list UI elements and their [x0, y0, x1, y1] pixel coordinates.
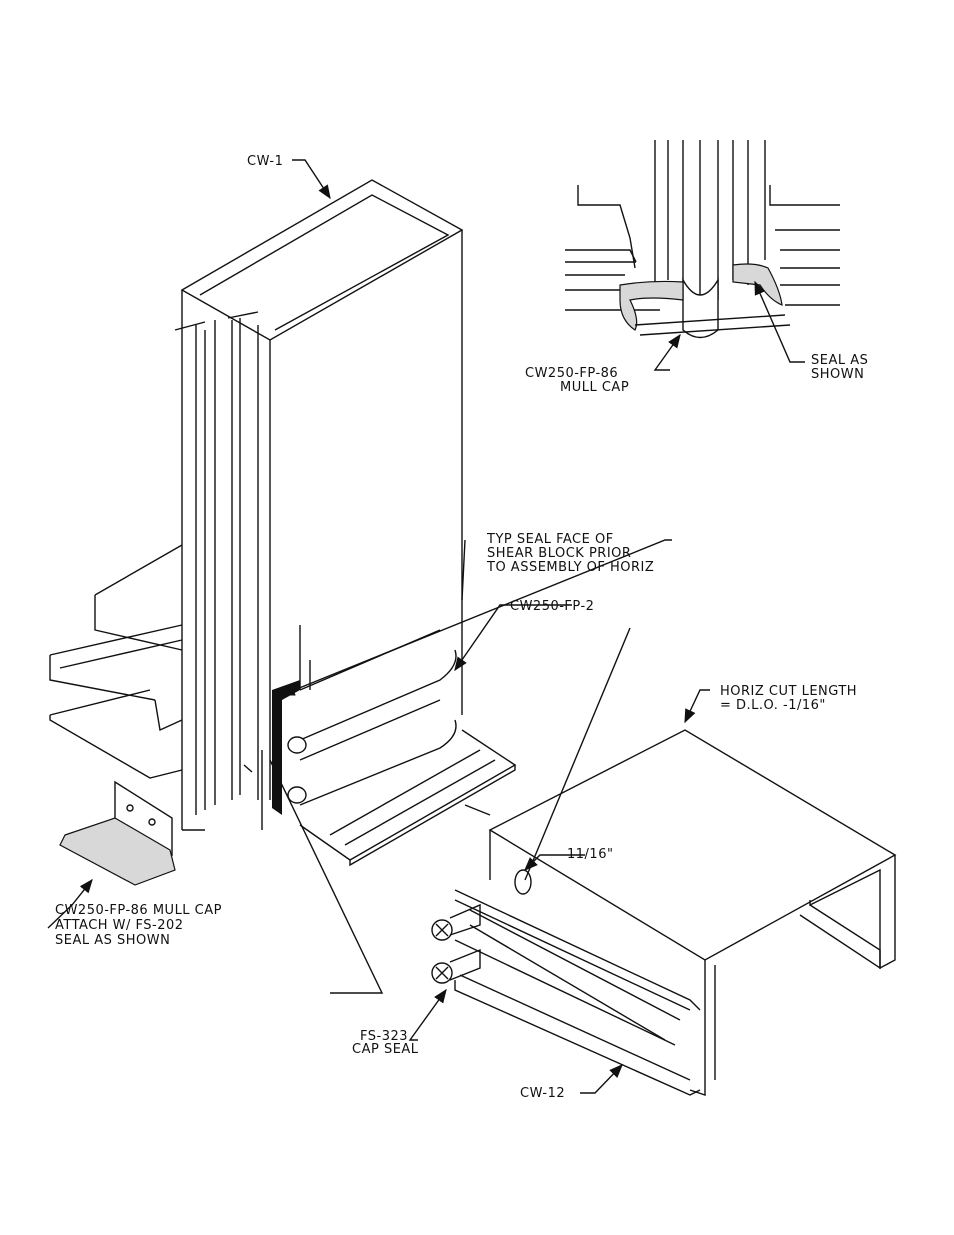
label-typ-seal-line1: TYP SEAL FACE OF	[486, 532, 614, 547]
label-typ-seal-line3: TO ASSEMBLY OF HORIZ	[486, 560, 654, 575]
left-horizontal	[49, 544, 183, 779]
horizontal-cw12	[431, 729, 897, 1096]
label-mull-cap-detail-line1: CW250-FP-86	[525, 366, 618, 381]
label-fp2: CW250-FP-2	[510, 599, 594, 614]
mull-cap-detail	[565, 140, 840, 339]
label-mull-cap-attach-line1: CW250-FP-86 MULL CAP	[55, 903, 222, 918]
mull-cap-clip	[59, 780, 176, 886]
label-seal-as-line1: SEAL AS	[811, 353, 868, 368]
label-mull-cap-attach-line3: SEAL AS SHOWN	[55, 933, 170, 948]
label-fs323-line2: CAP SEAL	[352, 1042, 419, 1057]
callouts: CW-1 CW250-FP-86 MULL CAP SEAL AS SHOWN …	[55, 154, 868, 1101]
mullion-cw1	[174, 179, 464, 831]
label-fs323-line1: FS-323	[360, 1029, 408, 1044]
label-horiz-cut-line1: HORIZ CUT LENGTH	[720, 684, 857, 699]
leaders	[47, 159, 805, 1094]
label-mull-cap-attach-line2: ATTACH W/ FS-202	[55, 918, 184, 933]
label-typ-seal-line2: SHEAR BLOCK PRIOR	[487, 546, 631, 561]
label-dim-11-16: 11/16"	[567, 847, 613, 862]
label-cw1: CW-1	[247, 154, 283, 169]
label-cw12: CW-12	[520, 1086, 565, 1101]
label-mull-cap-detail-line2: MULL CAP	[560, 380, 629, 395]
label-horiz-cut-line2: = D.L.O. -1/16"	[720, 698, 826, 713]
label-seal-as-line2: SHOWN	[811, 367, 864, 382]
shear-block	[243, 625, 517, 867]
